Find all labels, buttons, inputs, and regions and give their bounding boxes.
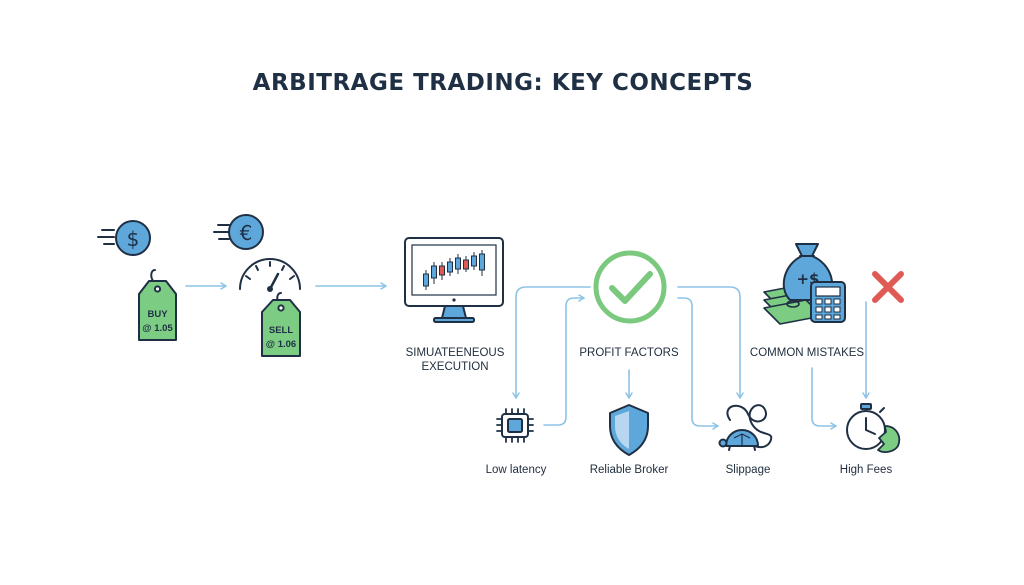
factor-label-latency: Low latency <box>486 464 547 476</box>
factor-label-broker: Reliable Broker <box>590 464 669 476</box>
svg-text:€: € <box>240 221 253 245</box>
connector-profit-to-latency <box>512 286 591 399</box>
sell-tag-price: @ 1.06 <box>266 339 296 350</box>
candlestick-monitor-icon <box>404 237 504 323</box>
turtle-knot-icon <box>718 404 773 451</box>
connector-lines <box>185 282 870 430</box>
buy-tag-price: @ 1.05 <box>142 323 173 334</box>
money-bag-calculator-icon: +$ <box>763 243 846 325</box>
connector-profit-to-slippage-inner <box>677 297 719 430</box>
shield-icon <box>609 404 649 456</box>
connector-profit-to-slippage-outer <box>677 286 744 399</box>
svg-text:$: $ <box>127 227 140 251</box>
speedometer-icon <box>239 258 301 292</box>
mistake-label-fees: High Fees <box>840 464 893 476</box>
red-x-icon <box>872 271 904 303</box>
connector-latency-loop <box>543 294 585 426</box>
buy-price-tag: BUY @ 1.05 <box>138 269 177 341</box>
sell-price-tag: SELL @ 1.06 <box>261 292 301 357</box>
euro-coin-icon: € <box>213 214 264 250</box>
mistake-label-slippage: Slippage <box>726 464 771 476</box>
buy-tag-label: BUY <box>147 309 168 320</box>
connector-mistakes-to-fees <box>811 367 837 430</box>
page-title: ARBITRAGE TRADING: KEY CONCEPTS <box>253 70 754 96</box>
checkmark-circle-icon <box>593 250 667 324</box>
execution-label-line1: SIMUATEENEOUS <box>406 347 505 359</box>
dollar-coin-icon: $ <box>97 220 151 256</box>
stopwatch-icon <box>846 403 901 453</box>
cpu-chip-icon <box>496 408 534 443</box>
sell-tag-label: SELL <box>269 325 293 336</box>
execution-label-line2: EXECUTION <box>421 361 488 373</box>
common-mistakes-label: COMMON MISTAKES <box>750 347 864 359</box>
profit-factors-label: PROFIT FACTORS <box>579 347 679 359</box>
